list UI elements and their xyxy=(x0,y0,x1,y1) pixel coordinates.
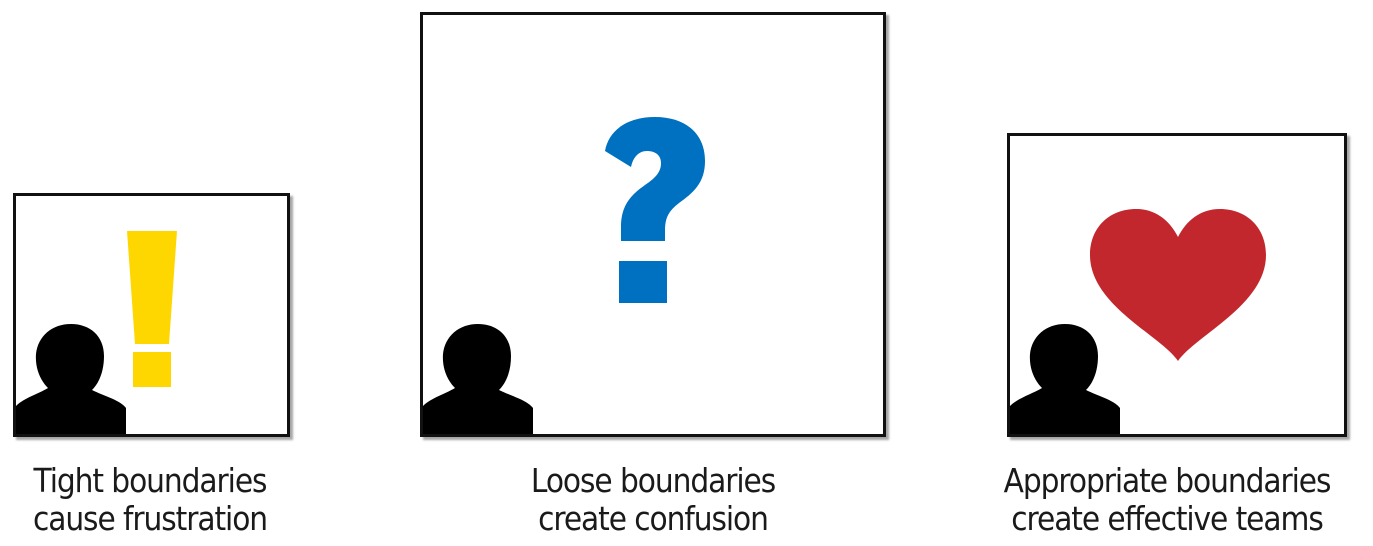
exclamation-icon xyxy=(127,231,177,387)
caption-line: cause frustration xyxy=(32,499,268,538)
person-silhouette-icon xyxy=(16,324,126,434)
caption-line: Appropriate boundaries xyxy=(1003,461,1332,500)
caption-tight-boundaries: Tight boundaries cause frustration xyxy=(15,462,285,538)
person-silhouette-icon xyxy=(1010,324,1120,434)
panel-appropriate-boundaries xyxy=(1007,133,1347,437)
question-mark-icon xyxy=(601,117,707,307)
caption-line: Loose boundaries xyxy=(530,461,776,500)
caption-line: create confusion xyxy=(538,499,769,538)
panel-tight-boundaries xyxy=(13,193,290,437)
caption-appropriate-boundaries: Appropriate boundaries create effective … xyxy=(987,462,1347,538)
panel-loose-boundaries xyxy=(420,12,886,437)
caption-line: create effective teams xyxy=(1011,499,1324,538)
heart-icon xyxy=(1090,209,1266,361)
caption-loose-boundaries: Loose boundaries create confusion xyxy=(518,462,788,538)
caption-line: Tight boundaries xyxy=(33,461,268,500)
person-silhouette-icon xyxy=(423,324,533,434)
